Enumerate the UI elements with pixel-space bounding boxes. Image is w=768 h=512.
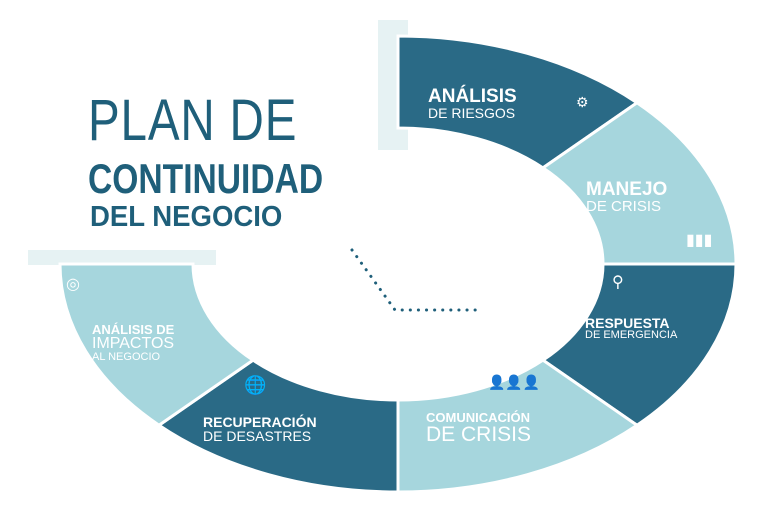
segment-analisis-riesgos: ANÁLISIS DE RIESGOS (428, 87, 517, 120)
segment-label-bold: ANÁLISIS DE (92, 322, 175, 337)
segment-comunicacion-crisis: COMUNICACIÓN DE CRISIS (426, 411, 531, 445)
segment-analisis-impactos: ANÁLISIS DE IMPACTOS AL NEGOCIO (92, 323, 174, 363)
ring-segment (58, 262, 256, 428)
decorative-horizontal-bar (28, 250, 216, 265)
segment-recuperacion-desastres: RECUPERACIÓN DE DESASTRES (203, 415, 317, 443)
segment-label-regular: DE RIESGOS (428, 105, 516, 121)
segment-label-regular: DE EMERGENCIA (585, 329, 678, 341)
segment-label-regular: DE CRISIS (426, 423, 532, 446)
title-line-3: DEL NEGOCIO (90, 201, 283, 233)
magnifier-icon: ⚲ (612, 274, 624, 291)
segment-label-regular: DE CRISIS (586, 198, 662, 215)
segment-label-bold: ANÁLISIS (428, 86, 517, 107)
target-icon: ◎ (66, 276, 80, 293)
segment-label-regular: IMPACTOS (92, 335, 175, 352)
people-icon: 👤👤👤 (488, 374, 541, 390)
segment-respuesta-emergencia: RESPUESTA DE EMERGENCIA (585, 316, 677, 341)
title-line-2: CONTINUIDAD (88, 155, 324, 202)
dotted-clock-hands (350, 248, 484, 312)
segment-label-bold: RESPUESTA (585, 315, 670, 331)
segment-label-regular: AL NEGOCIO (92, 351, 161, 363)
segment-label-bold: MANEJO (586, 179, 668, 200)
segment-label-regular: DE DESASTRES (203, 428, 312, 444)
segment-label-bold: COMUNICACIÓN (426, 410, 530, 425)
gears-icon: ⚙ (576, 94, 589, 110)
segment-manejo-crisis: MANEJO DE CRISIS (586, 180, 667, 214)
segment-label-bold: RECUPERACIÓN (203, 414, 317, 430)
globe-icon: 🌐 (244, 375, 267, 395)
title-line-1: PLAN DE (88, 88, 298, 153)
bar-chart-icon: ▮▮▮ (686, 232, 713, 249)
